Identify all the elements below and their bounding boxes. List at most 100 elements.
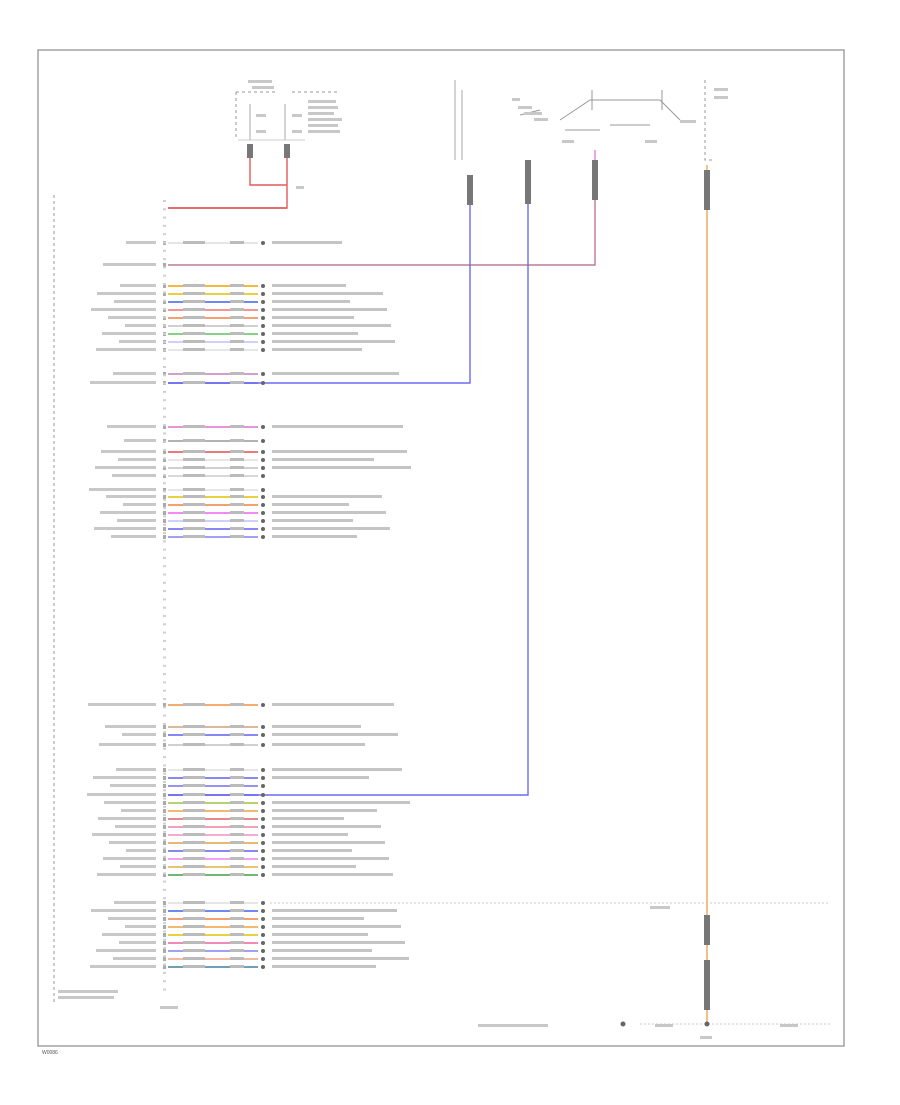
label-text	[680, 120, 696, 123]
label-text	[252, 86, 274, 89]
circuit-row	[163, 784, 265, 788]
circuit-label	[121, 809, 156, 812]
pin-number	[163, 847, 166, 850]
circuit-label	[97, 292, 156, 295]
label-text	[562, 140, 574, 143]
circuit-row	[163, 793, 265, 797]
label-text	[524, 112, 542, 115]
circuit-label	[112, 474, 156, 477]
pin-number	[163, 399, 166, 402]
pin-number	[163, 698, 166, 700]
circuit-row	[163, 450, 407, 454]
pin-number	[163, 374, 166, 377]
label-text	[256, 130, 266, 133]
pin-number	[163, 590, 166, 593]
pin-number	[163, 424, 166, 427]
pin-number	[163, 581, 166, 584]
pin-number	[163, 200, 166, 202]
circuit-row	[163, 957, 409, 961]
pin-number	[163, 988, 166, 991]
pin-number	[163, 224, 166, 227]
circuit-row	[163, 458, 374, 462]
circuit-label	[110, 784, 156, 787]
circuit-label	[102, 933, 156, 936]
pin-number	[163, 731, 166, 734]
label-text	[650, 906, 670, 909]
circuit-label	[103, 263, 156, 266]
pin-number	[163, 830, 166, 833]
pin-number	[163, 349, 166, 352]
pin-number	[163, 606, 166, 609]
pin-number	[163, 864, 166, 866]
pin-number	[163, 855, 166, 858]
circuit-row	[163, 825, 381, 829]
circuit-label	[90, 965, 156, 968]
circuit-label	[126, 849, 156, 852]
pin-number	[163, 540, 166, 543]
label-text	[160, 1006, 178, 1009]
pin-number	[163, 814, 166, 817]
footer-code: W0086	[42, 1050, 58, 1056]
circuit-label	[117, 519, 156, 522]
pin-number	[163, 291, 166, 294]
label-text	[248, 80, 272, 83]
circuit-row	[163, 535, 357, 539]
circuit-label	[125, 925, 156, 928]
circuit-row	[163, 527, 390, 531]
pin-number	[163, 955, 166, 958]
pin-number	[163, 241, 166, 244]
pin-number	[163, 938, 166, 941]
circuit-label	[103, 857, 156, 860]
pin-number	[163, 548, 166, 551]
label-text	[655, 1024, 673, 1027]
label-text	[58, 996, 114, 999]
pin-number	[163, 465, 166, 468]
circuit-row	[163, 348, 362, 352]
circuit-row	[163, 841, 385, 845]
pin-number	[163, 706, 166, 709]
circuit-label	[102, 332, 156, 335]
label-text	[308, 112, 334, 115]
circuit-label	[104, 801, 156, 804]
pin-number	[163, 739, 166, 742]
circuit-row	[163, 340, 395, 344]
pin-number	[163, 440, 166, 443]
label-text	[518, 106, 532, 109]
circuit-row	[163, 768, 402, 772]
circuit-label	[94, 527, 156, 530]
pin-number	[163, 639, 166, 642]
circuit-label	[87, 793, 156, 796]
circuit-label	[113, 372, 156, 375]
circuit-row	[163, 801, 410, 805]
circuit-row	[163, 503, 349, 507]
pin-number	[163, 805, 166, 808]
circuit-label	[91, 909, 156, 912]
circuit-label	[106, 495, 156, 498]
circuit-row	[163, 925, 401, 929]
circuit-row	[163, 909, 397, 913]
label-text	[308, 106, 338, 109]
label-text	[308, 130, 340, 133]
pin-number	[163, 407, 166, 410]
label-text	[512, 98, 520, 101]
circuit-label	[91, 308, 156, 311]
pin-number	[163, 332, 166, 335]
label-text	[700, 1036, 712, 1039]
circuit-label	[109, 841, 156, 844]
label-text	[308, 124, 338, 127]
circuit-row	[163, 263, 166, 267]
label-text	[780, 1024, 798, 1027]
circuit-row	[163, 495, 382, 499]
label-text	[256, 114, 266, 117]
circuit-row	[163, 743, 365, 747]
label-text	[58, 990, 118, 993]
circuit-row	[163, 857, 389, 861]
circuit-label	[88, 703, 156, 706]
pin-number	[163, 432, 166, 435]
circuit-row	[163, 372, 399, 376]
pin-number	[163, 673, 166, 676]
circuit-row	[163, 703, 394, 707]
label-text	[534, 118, 548, 121]
circuit-row	[163, 292, 383, 296]
pin-number	[163, 556, 166, 559]
